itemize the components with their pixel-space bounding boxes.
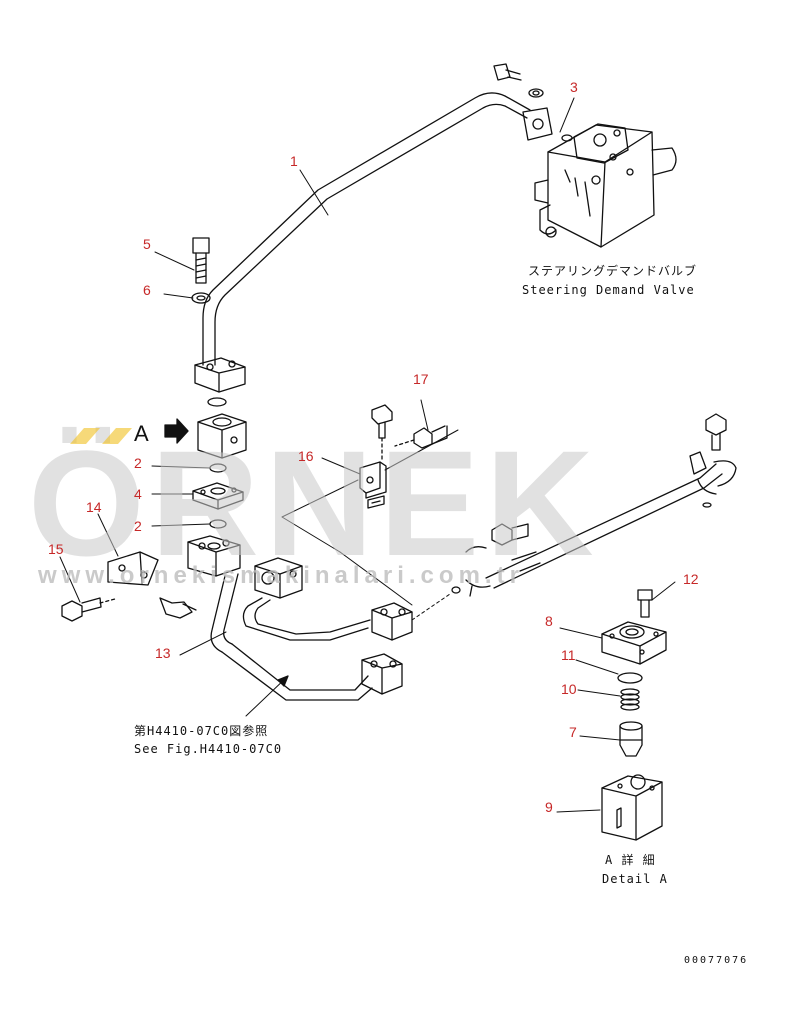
bolt-15b: [159, 597, 197, 619]
o-ring: [207, 397, 227, 407]
flange-block-upper: [187, 535, 241, 577]
steering-tube: [202, 92, 531, 366]
o-ring-small: [451, 586, 461, 594]
flange-block-mid: [254, 557, 303, 599]
poppet-7: [619, 721, 643, 757]
see-fig-caption-en: See Fig.H4410-07C0: [134, 742, 283, 756]
callout-leaders: [59, 97, 676, 813]
o-ring-11: [617, 672, 643, 684]
valve-flange: [522, 107, 553, 141]
detail-caption-en: Detail A: [602, 872, 668, 886]
tube-flange: [194, 357, 246, 393]
leader-b: [411, 593, 451, 621]
callout-8: 8: [545, 613, 553, 629]
view-a-label: A: [134, 421, 149, 446]
detail-caption-jp: A 詳 細: [605, 853, 656, 867]
view-a-arrow-icon: [164, 418, 189, 444]
bolt-hose-top: [705, 413, 727, 451]
bolt-15: [61, 597, 116, 622]
o-ring-3: [561, 134, 573, 142]
valve-caption-jp: ステアリングデマンドバルブ: [528, 264, 698, 278]
callout-16: 16: [298, 448, 314, 464]
callout-9: 9: [545, 799, 553, 815]
callout-11: 11: [561, 647, 576, 663]
hose-assembly: [465, 451, 737, 597]
callout-10: 10: [561, 681, 577, 697]
callout-13: 13: [155, 645, 171, 661]
callout-2-lower: 2: [134, 518, 142, 534]
tube-13-end-flange-b: [361, 653, 403, 695]
document-code: 00077076: [684, 955, 749, 966]
cover-8: [601, 621, 667, 665]
split-flange-4: [192, 482, 244, 510]
see-fig-caption-jp: 第H4410-07C0図参照: [134, 724, 269, 738]
leader-bracket: [281, 479, 359, 553]
bolt-upper: [371, 404, 393, 463]
valve-caption-en: Steering Demand Valve: [522, 283, 695, 297]
callout-15: 15: [48, 541, 64, 557]
callout-7: 7: [569, 724, 577, 740]
callout-1: 1: [290, 153, 298, 169]
leader-a: [339, 551, 413, 606]
watermark-url: www.ornekismakinalari.com.tr: [38, 562, 524, 589]
bracket-14: [107, 551, 159, 586]
callout-4: 4: [134, 486, 142, 502]
watermark-logo-stripes: [70, 428, 132, 444]
callout-3: 3: [570, 79, 578, 95]
bracket-16: [359, 461, 387, 509]
bolt-5: [192, 237, 210, 284]
bolt-hose-mid: [491, 523, 529, 546]
callout-2-upper: 2: [134, 455, 142, 471]
callout-6: 6: [143, 282, 151, 298]
tube-13: [210, 573, 373, 701]
steering-demand-valve: [534, 123, 677, 248]
tube-13-end-flange-a: [371, 602, 413, 641]
adapter-block: [197, 413, 247, 459]
spring-10: [620, 688, 640, 711]
callout-12: 12: [683, 571, 699, 587]
leader-bracket-b: [384, 429, 459, 471]
callout-17: 17: [413, 371, 429, 387]
valve-bolt: [493, 63, 544, 98]
see-fig-arrowhead: [277, 675, 289, 687]
callout-5: 5: [143, 236, 151, 252]
watermark-brand: ÖRNEK: [28, 419, 600, 587]
bolt-12: [637, 589, 653, 618]
callout-14: 14: [86, 499, 102, 515]
block-9: [601, 774, 663, 841]
